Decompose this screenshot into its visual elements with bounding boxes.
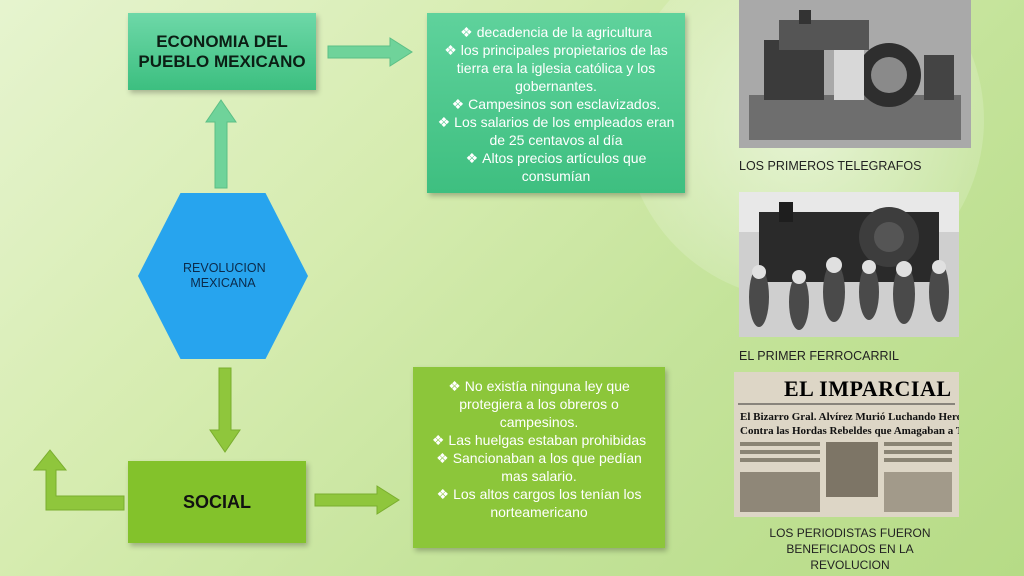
diamond-bullet-icon: ❖ [465,150,479,166]
social-item-text: Los altos cargos los tenían los norteame… [453,486,642,520]
economia-item: ❖Campesinos son esclavizados. [437,95,675,113]
diamond-bullet-icon: ❖ [431,432,445,448]
arrow-bent-left-up [32,449,125,511]
economia-list-box: ❖decadencia de la agricultura❖los princi… [427,13,685,193]
newspaper-headline-1: El Bizarro Gral. Alvírez Murió Luchando … [740,411,959,423]
economia-item: ❖los principales propietarios de las tie… [437,41,675,95]
economia-item-text: Campesinos son esclavizados. [468,96,661,112]
diamond-bullet-icon: ❖ [444,42,457,58]
arrow-down-to-social [209,367,241,453]
economia-item-text: los principales propietarios de las tier… [456,42,668,94]
economia-title-box: ECONOMIA DEL PUEBLO MEXICANO [128,13,316,90]
caption-ferrocarril: EL PRIMER FERROCARRIL [739,349,899,363]
economia-item: ❖decadencia de la agricultura [437,23,675,41]
social-item-text: No existía ninguna ley que protegiera a … [459,378,630,430]
social-item: ❖Los altos cargos los tenían los norteam… [423,485,655,521]
social-item: ❖No existía ninguna ley que protegiera a… [423,377,655,431]
caption-periodistas: LOS PERIODISTAS FUERON BENEFICIADOS EN L… [769,526,931,572]
diamond-bullet-icon: ❖ [437,114,451,130]
economia-item: ❖Los salarios de los empleados eran de 2… [437,113,675,149]
social-item: ❖Sancionaban a los que pedían mas salari… [423,449,655,485]
caption-telegrafos: LOS PRIMEROS TELEGRAFOS [739,159,922,173]
social-item-text: Las huelgas estaban prohibidas [448,432,647,448]
arrow-up-to-economia [205,99,237,189]
telegraph-photo [739,0,971,148]
arrow-economia-right [327,37,413,67]
economia-list: ❖decadencia de la agricultura❖los princi… [437,23,675,185]
economia-item: ❖Altos precios artículos que consumían [437,149,675,185]
diamond-bullet-icon: ❖ [448,378,461,394]
arrow-social-right [314,485,400,515]
social-list-box: ❖No existía ninguna ley que protegiera a… [413,367,665,548]
newspaper-headline-2: Contra las Hordas Rebeldes que Amagaban … [740,425,959,437]
economia-item-text: decadencia de la agricultura [476,24,652,40]
social-list: ❖No existía ninguna ley que protegiera a… [423,377,655,521]
economia-item-text: Altos precios artículos que consumían [482,150,647,184]
diamond-bullet-icon: ❖ [460,24,473,40]
social-title: SOCIAL [182,491,251,512]
diamond-bullet-icon: ❖ [436,450,449,466]
economia-title: ECONOMIA DEL PUEBLO MEXICANO [138,31,306,71]
revolucion-hexagon: REVOLUCION MEXICANA [138,193,308,359]
diamond-bullet-icon: ❖ [451,96,465,112]
newspaper-photo: EL IMPARCIAL El Bizarro Gral. Alvírez Mu… [734,372,959,517]
social-title-box: SOCIAL [128,461,306,543]
diamond-bullet-icon: ❖ [436,486,450,502]
hexagon-label: REVOLUCION MEXICANA [183,261,266,290]
economia-item-text: Los salarios de los empleados eran de 25… [454,114,675,148]
social-item-text: Sancionaban a los que pedían mas salario… [452,450,642,484]
railroad-photo [739,192,959,337]
social-item: ❖Las huelgas estaban prohibidas [423,431,655,449]
newspaper-masthead: EL IMPARCIAL [784,376,952,401]
